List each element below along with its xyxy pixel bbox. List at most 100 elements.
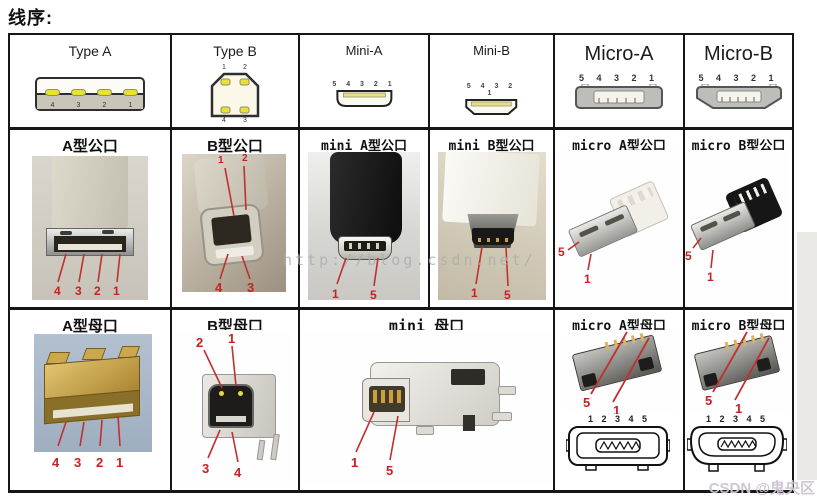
receptacle-body [571, 332, 663, 392]
gold-pin [622, 337, 627, 346]
cell-mini-female: mini 母口 [300, 310, 555, 490]
rubber-pad [581, 372, 598, 388]
pin-number: 4 [50, 102, 55, 109]
pin-callout: 1 [113, 284, 120, 298]
pin-callout: 4 [234, 465, 242, 480]
pin-callout: 1 [218, 155, 224, 166]
shell-slot [722, 210, 741, 223]
pin-number: 2 [243, 64, 247, 71]
gold-pin [630, 335, 636, 344]
micro-b-male-photo: 5 1 [685, 150, 790, 306]
pin-callout: 5 [386, 463, 394, 478]
gold-pin [604, 341, 610, 351]
pin-numbers: 5 4 3 2 1 [466, 83, 517, 97]
micro-b-title: Micro-B [704, 43, 773, 65]
gold-pin [613, 339, 619, 348]
gold-pin [724, 341, 730, 351]
shell-slot [578, 224, 600, 238]
page-edge-strip [797, 232, 817, 480]
mini-a-title: Mini-A [345, 43, 383, 58]
cell-mini-a-male: mini A型公口 1 5 [300, 130, 430, 310]
gold-pin [381, 390, 385, 403]
shadow-slot [463, 415, 475, 431]
pin-callout: 1 [707, 270, 714, 284]
mini-a-diagram-shape [336, 90, 392, 107]
pin-callout: 5 [705, 393, 713, 408]
pin-callout: 3 [202, 461, 210, 476]
header-cell-micro-a: Micro-A 5 4 3 2 1 [555, 35, 685, 130]
header-cell-mini-b: Mini-B 5 4 3 2 1 [430, 35, 555, 130]
blog-url-watermark: http://blog.csdn.net/ [283, 251, 536, 269]
type-a-pinout-diagram: 4 3 2 1 [35, 77, 145, 111]
mount-leg [498, 386, 516, 395]
contact [376, 243, 379, 249]
type-a-diagram-body [37, 93, 143, 109]
shell-slot [604, 213, 625, 227]
type-a-title: Type A [68, 43, 112, 59]
micro-b-diagram-shape [695, 83, 782, 109]
header-cell-type-b: Type B 1 2 4 3 [172, 35, 300, 130]
connector-table: Type A 4 3 2 1 Type B [8, 33, 794, 493]
pin [71, 89, 86, 96]
type-b-title: Type B [213, 43, 257, 59]
cell-micro-a-female: micro A型母口 5 1 1 2 3 4 5 [555, 310, 685, 490]
tip-slot [344, 241, 386, 251]
pin-number: 3 [76, 102, 81, 109]
pin-numbers: 5 4 3 2 1 [578, 73, 660, 83]
contact [367, 243, 370, 249]
pin-callout: 5 [583, 395, 591, 410]
front-face [362, 378, 410, 422]
cell-micro-b-female: micro B型母口 5 1 1 2 3 4 5 [685, 310, 792, 490]
page-title: 线序: [8, 8, 53, 28]
type-b-pinout-diagram: 1 2 4 3 [207, 63, 263, 125]
mini-a-male-label: mini A型公口 [321, 139, 407, 154]
micro-a-male-photo: 5 1 [555, 150, 681, 306]
csdn-author-watermark: CSDN @鬼央区 [708, 480, 815, 497]
pin-callout: 1 [735, 401, 743, 414]
gold-pin [750, 335, 756, 344]
type-b-diagram-shape [210, 72, 260, 118]
micro-a-female-photo: 5 1 [561, 330, 677, 414]
mount-leg [492, 412, 512, 421]
pin-callout: 2 [94, 284, 101, 298]
pin-callout: 1 [332, 287, 339, 300]
contact [349, 243, 352, 249]
plug-body-black [330, 152, 402, 244]
pin-callout: 1 [471, 286, 478, 300]
header-cell-mini-a: Mini-A 5 4 3 2 1 [300, 35, 430, 130]
pin-callout: 1 [116, 455, 124, 470]
pin-callout: 4 [52, 455, 60, 470]
type-a-female-label: A型母口 [62, 318, 118, 335]
diagram-pin-numbers: 1 2 3 4 5 [587, 414, 651, 424]
type-a-male-photo: 4 3 2 1 [32, 156, 148, 300]
pin [123, 89, 138, 96]
opening [369, 386, 405, 412]
mini-a-pinout-diagram: 5 4 3 2 1 [332, 81, 395, 114]
pin-numbers: 5 4 3 2 1 [332, 81, 396, 88]
type-a-male-label: A型公口 [62, 138, 118, 155]
mini-b-male-photo: 1 5 [438, 152, 546, 300]
pin-callout: 1 [228, 331, 236, 346]
receptacle-opening [208, 384, 254, 428]
pin-callout: 2 [196, 335, 204, 350]
contact [496, 238, 499, 242]
cell-type-a-male: A型公口 4 3 2 1 [10, 130, 172, 310]
receptacle-body [693, 332, 781, 392]
mini-b-pinout-diagram: 5 4 3 2 1 [461, 83, 523, 121]
pin-number: 1 [222, 64, 226, 71]
pin [97, 89, 112, 96]
type-b-male-photo: 1 2 4 3 [182, 154, 286, 292]
pin-dot [238, 391, 243, 396]
tongue [53, 403, 133, 419]
gold-pin [759, 332, 765, 342]
pin-callout: 5 [558, 245, 565, 259]
pin-callout: 4 [215, 280, 223, 292]
shell-slot [699, 220, 719, 233]
pin-callout: 1 [613, 403, 621, 414]
pin [45, 89, 60, 96]
pin-callout: 2 [242, 154, 248, 164]
pin-number: 1 [128, 102, 133, 109]
pin-callout: 4 [54, 284, 61, 298]
metal-shell [689, 201, 757, 251]
